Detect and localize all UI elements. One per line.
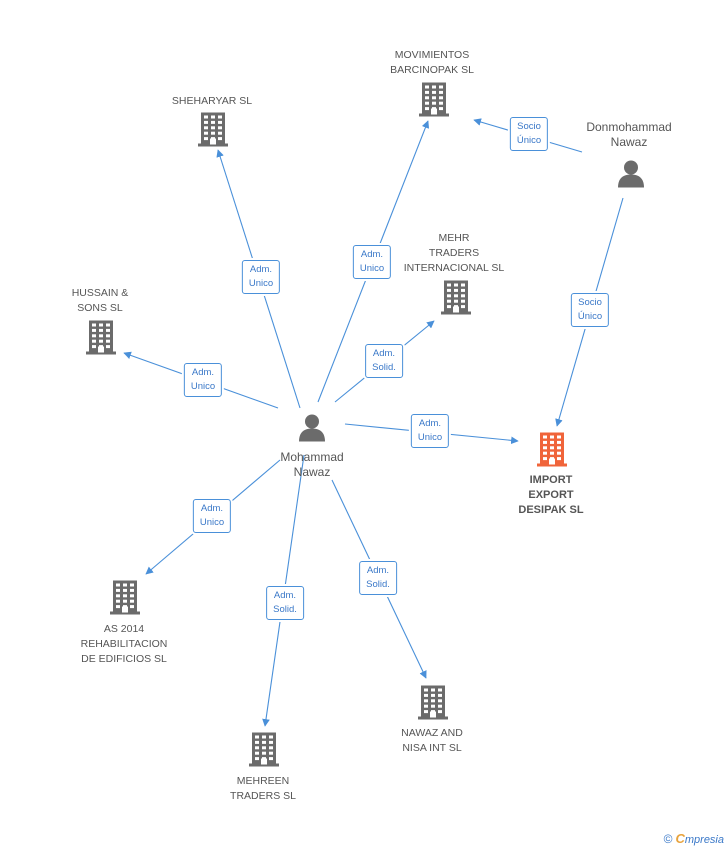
footer-brand: ©Cmpresia [664, 831, 724, 846]
building-icon[interactable] [419, 82, 449, 122]
edge-label-as2014[interactable]: Adm. Unico [192, 499, 232, 533]
building-icon[interactable] [198, 112, 228, 152]
edge-label-don-import[interactable]: Socio Único [570, 293, 610, 327]
edge-label-mehreen[interactable]: Adm. Solid. [266, 586, 304, 620]
edge-label-sheharyar[interactable]: Adm. Unico [241, 260, 281, 294]
building-icon[interactable] [441, 280, 471, 320]
building-icon[interactable] [537, 432, 567, 472]
node-label-import[interactable]: IMPORT EXPORT DESIPAK SL [518, 474, 584, 516]
edge-label-don-movimientos[interactable]: Socio Único [509, 117, 549, 151]
building-icon[interactable] [86, 320, 116, 360]
node-label-mehreen[interactable]: MEHREEN TRADERS SL [230, 775, 296, 802]
node-label-sheharyar[interactable]: SHEHARYAR SL [171, 95, 253, 107]
node-label-nawazandnisa[interactable]: NAWAZ AND NISA INT SL [401, 727, 463, 754]
node-label-movimientos[interactable]: MOVIMIENTOS BARCINOPAK SL [390, 49, 474, 76]
building-icon[interactable] [110, 580, 140, 620]
brand-logo-text: mpresia [684, 834, 724, 846]
building-icon[interactable] [418, 685, 448, 725]
node-label-as2014[interactable]: AS 2014 REHABILITACION DE EDIFICIOS SL [80, 623, 168, 665]
node-label-hussain[interactable]: HUSSAIN & SONS SL [71, 287, 129, 314]
edge-label-mehr[interactable]: Adm. Solid. [365, 344, 403, 378]
node-label-donmohammad[interactable]: Donmohammad Nawaz [586, 120, 672, 149]
person-icon[interactable] [297, 414, 327, 447]
edge-label-import[interactable]: Adm. Unico [410, 414, 450, 448]
edge-label-nawazandnisa[interactable]: Adm. Solid. [359, 561, 397, 595]
person-icon[interactable] [616, 160, 646, 193]
edge-label-hussain[interactable]: Adm. Unico [183, 363, 223, 397]
building-icon[interactable] [249, 732, 279, 772]
copyright-symbol: © [663, 832, 673, 846]
brand-logo-letter: C [675, 831, 685, 846]
edge-label-movimientos[interactable]: Adm. Unico [352, 245, 392, 279]
node-label-mohammad[interactable]: Mohammad Nawaz [280, 450, 344, 479]
node-label-mehr[interactable]: MEHR TRADERS INTERNACIONAL SL [403, 232, 505, 274]
